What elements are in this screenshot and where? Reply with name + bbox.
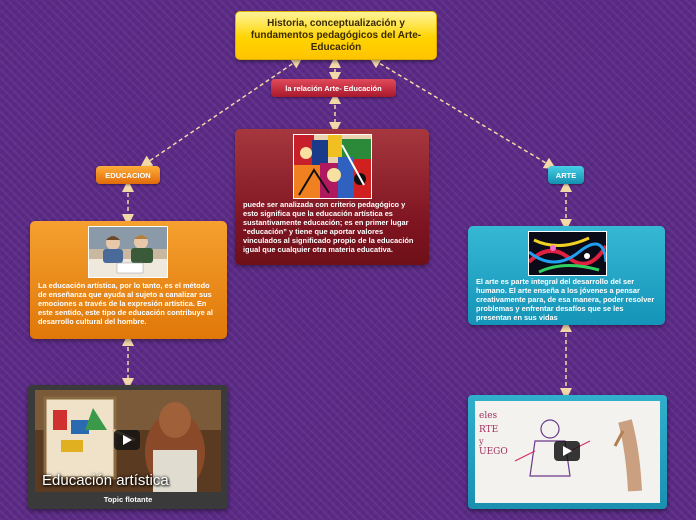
handwriting-y: y xyxy=(479,437,484,446)
main-topic[interactable]: Historia, conceptualización y fundamento… xyxy=(235,11,437,60)
educacion-video[interactable]: Educación artística Topic flotante xyxy=(28,385,228,509)
arte-text: El arte es parte integral del desarrollo… xyxy=(476,277,655,322)
educacion-card[interactable]: La educación artística, por lo tanto, es… xyxy=(30,221,227,339)
relation-card[interactable]: puede ser analizada con criterio pedagóg… xyxy=(235,129,429,265)
play-icon xyxy=(123,435,132,445)
colorful-art-image xyxy=(528,231,607,276)
play-button[interactable] xyxy=(554,441,580,461)
arte-label[interactable]: ARTE xyxy=(548,166,584,184)
video-overlay-title: Educación artística xyxy=(42,472,169,489)
video-caption: Topic flotante xyxy=(103,495,153,504)
play-button[interactable] xyxy=(114,430,140,450)
video-thumbnail xyxy=(35,390,221,492)
arte-video[interactable]: eles RTE y UEGO xyxy=(468,395,667,509)
abstract-painting-image xyxy=(293,134,372,199)
students-drawing-image xyxy=(88,226,168,278)
play-icon xyxy=(563,446,572,456)
handwriting-uego: UEGO xyxy=(479,447,508,457)
relation-label[interactable]: la relación Arte- Educación xyxy=(271,79,396,97)
handwriting-eles: eles xyxy=(479,411,498,421)
educacion-label[interactable]: EDUCACION xyxy=(96,166,160,184)
connector-title-educacion xyxy=(140,56,303,168)
handwriting-rte: RTE xyxy=(479,425,499,435)
connector-title-arte xyxy=(368,56,557,170)
relation-text: puede ser analizada con criterio pedagóg… xyxy=(243,200,414,254)
main-topic-title: Historia, conceptualización y fundamento… xyxy=(250,17,422,53)
arte-card[interactable]: El arte es parte integral del desarrollo… xyxy=(468,226,665,325)
educacion-text: La educación artística, por lo tanto, es… xyxy=(38,281,213,326)
